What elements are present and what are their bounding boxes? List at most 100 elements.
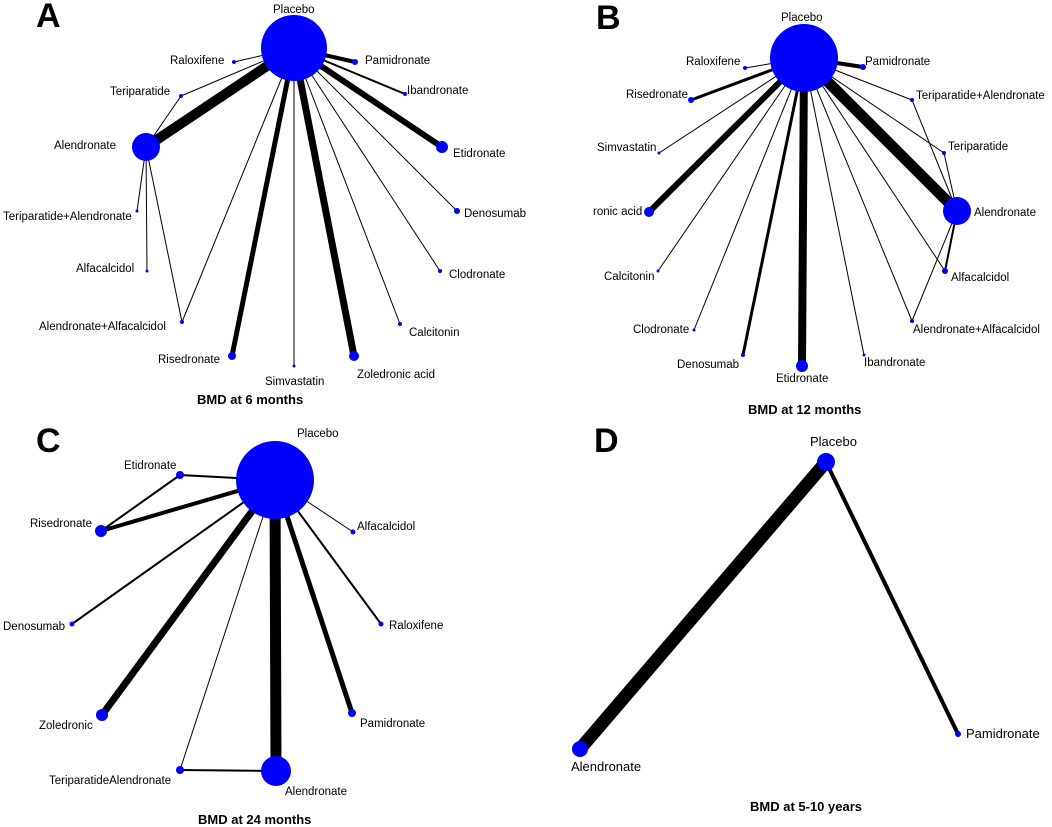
edge-b-placebo-alfacalcidol xyxy=(803,57,946,272)
label-a-alendronate: Alendronate xyxy=(54,140,116,152)
node-c-placebo xyxy=(236,441,314,519)
node-b-raloxifene xyxy=(743,66,747,70)
panel-b-caption: BMD at 12 months xyxy=(748,402,861,417)
node-b-pamidronate xyxy=(860,64,866,70)
node-d-alendronate xyxy=(572,741,588,757)
panel-c-caption: BMD at 24 months xyxy=(198,812,311,827)
panel-a-caption: BMD at 6 months xyxy=(197,392,303,407)
edge-a-alendronate-alendronate-alfacalcidol xyxy=(145,146,183,323)
label-a-ibandronate: Ibandronate xyxy=(407,85,468,97)
label-a-clodronate: Clodronate xyxy=(449,269,505,281)
node-b-alendronate xyxy=(943,197,971,225)
node-a-calcitonin xyxy=(398,322,402,326)
label-b-clodronate: Clodronate xyxy=(633,324,689,336)
node-c-alendronate xyxy=(261,756,291,786)
label-b-zoledronic-acid: ronic acid xyxy=(593,206,642,218)
node-c-raloxifene xyxy=(378,621,384,627)
node-c-pamidronate xyxy=(348,709,356,717)
label-a-denosumab: Denosumab xyxy=(464,208,526,220)
node-d-placebo xyxy=(817,453,835,471)
edge-b-placebo-denosumab xyxy=(741,57,806,356)
label-c-etidronate: Etidronate xyxy=(124,460,176,472)
label-b-calcitonin: Calcitonin xyxy=(604,271,655,283)
label-a-alfacalcidol: Alfacalcidol xyxy=(76,263,134,275)
edge-b-placebo-ibandronate xyxy=(803,57,865,356)
label-c-risedronate: Risedronate xyxy=(30,518,92,530)
panel-c-letter: C xyxy=(36,422,61,460)
label-b-pamidronate: Pamidronate xyxy=(865,56,930,68)
label-b-etidronate: Etidronate xyxy=(776,373,828,385)
node-c-denosumab xyxy=(69,621,75,627)
node-a-teriparatide-alendronate xyxy=(135,209,139,213)
label-c-teriparatide-alendronate: TeriparatideAlendronate xyxy=(49,775,171,787)
label-b-risedronate: Risedronate xyxy=(626,89,688,101)
panel-a-letter: A xyxy=(36,0,61,35)
panel-c: C Placebo Eti xyxy=(3,422,443,827)
panel-a: A xyxy=(3,0,526,407)
edge-c-placebo-denosumab xyxy=(71,479,276,625)
node-b-teriparatide xyxy=(942,151,946,155)
label-c-pamidronate: Pamidronate xyxy=(360,718,425,730)
edge-c-placebo-zoledronic xyxy=(99,477,278,718)
node-a-placebo xyxy=(261,15,327,81)
node-b-zoledronic-acid xyxy=(644,207,654,217)
label-b-raloxifene: Raloxifene xyxy=(686,56,740,68)
panel-a-edges xyxy=(136,43,458,366)
node-b-clodronate xyxy=(692,328,696,332)
label-b-alendronate: Alendronate xyxy=(974,207,1036,219)
edge-c-placebo-pamidronate xyxy=(272,479,355,714)
node-a-denosumab xyxy=(454,208,460,214)
panel-a-labels: Placebo Raloxifene Pamidronate Ibandrona… xyxy=(3,4,526,388)
panel-b-letter: B xyxy=(596,0,621,37)
node-b-alendronate-alfacalcidol xyxy=(910,319,914,323)
label-c-alendronate: Alendronate xyxy=(285,786,347,798)
label-b-placebo: Placebo xyxy=(781,12,823,24)
edge-c-placebo-teriparatide-alendronate xyxy=(179,479,276,771)
label-a-raloxifene: Raloxifene xyxy=(170,55,224,67)
edge-b-placebo-alendronate xyxy=(800,54,961,215)
panel-d-caption: BMD at 5-10 years xyxy=(750,799,862,814)
edge-b-placebo-alendronate-alfacalcidol xyxy=(803,57,913,322)
edge-b-placebo-clodronate xyxy=(693,57,805,331)
node-a-risedronate xyxy=(228,352,236,360)
label-a-alendronate-alfacalcidol: Alendronate+Alfacalcidol xyxy=(39,321,166,333)
edge-b-placebo-zoledronic xyxy=(646,55,807,215)
node-a-alendronate-alfacalcidol xyxy=(180,320,184,324)
panel-d-edges xyxy=(575,457,960,754)
edge-c-etidronate-risedronate xyxy=(100,474,181,532)
node-a-clodronate xyxy=(438,269,442,273)
node-a-raloxifene xyxy=(232,60,236,64)
label-a-zoledronic-acid: Zoledronic acid xyxy=(357,369,435,381)
label-d-placebo: Placebo xyxy=(810,434,857,449)
node-a-alfacalcidol xyxy=(145,269,149,273)
label-b-denosumab: Denosumab xyxy=(677,359,739,371)
edge-a-placebo-clodronate xyxy=(293,47,441,272)
panel-c-labels: Placebo Etidronate Risedronate Alfacalci… xyxy=(3,428,443,798)
edge-a-placebo-alendronate-alfacalcidol xyxy=(181,47,295,323)
edge-b-alendronate-teriparatide-alendronate xyxy=(911,99,958,212)
panel-d-letter: D xyxy=(594,422,619,460)
label-a-etidronate: Etidronate xyxy=(453,148,505,160)
node-d-pamidronate xyxy=(955,731,961,737)
label-c-denosumab: Denosumab xyxy=(3,621,65,633)
panel-c-edges xyxy=(71,474,382,772)
panel-d-nodes xyxy=(572,453,961,757)
label-d-alendronate: Alendronate xyxy=(571,759,641,774)
label-a-calcitonin: Calcitonin xyxy=(409,327,460,339)
edge-b-placebo-etidronate xyxy=(798,57,808,367)
panel-a-nodes xyxy=(132,15,460,368)
node-a-zoledronic-acid xyxy=(349,351,359,361)
label-c-alfacalcidol: Alfacalcidol xyxy=(357,521,415,533)
label-a-teriparatide: Teriparatide xyxy=(110,86,170,98)
node-c-zoledronic xyxy=(96,709,108,721)
label-b-teriparatide-alendronate: Teriparatide+Alendronate xyxy=(916,90,1045,102)
label-b-alfacalcidol: Alfacalcidol xyxy=(951,272,1009,284)
edge-a-placebo-denosumab xyxy=(293,47,458,212)
node-b-denosumab xyxy=(741,353,745,357)
node-b-etidronate xyxy=(796,360,808,372)
node-a-pamidronate xyxy=(352,59,358,65)
edge-b-alendronate-alendronate-alfacalcidol xyxy=(911,210,958,322)
label-d-pamidronate: Pamidronate xyxy=(966,726,1040,741)
label-a-pamidronate: Pamidronate xyxy=(365,55,430,67)
